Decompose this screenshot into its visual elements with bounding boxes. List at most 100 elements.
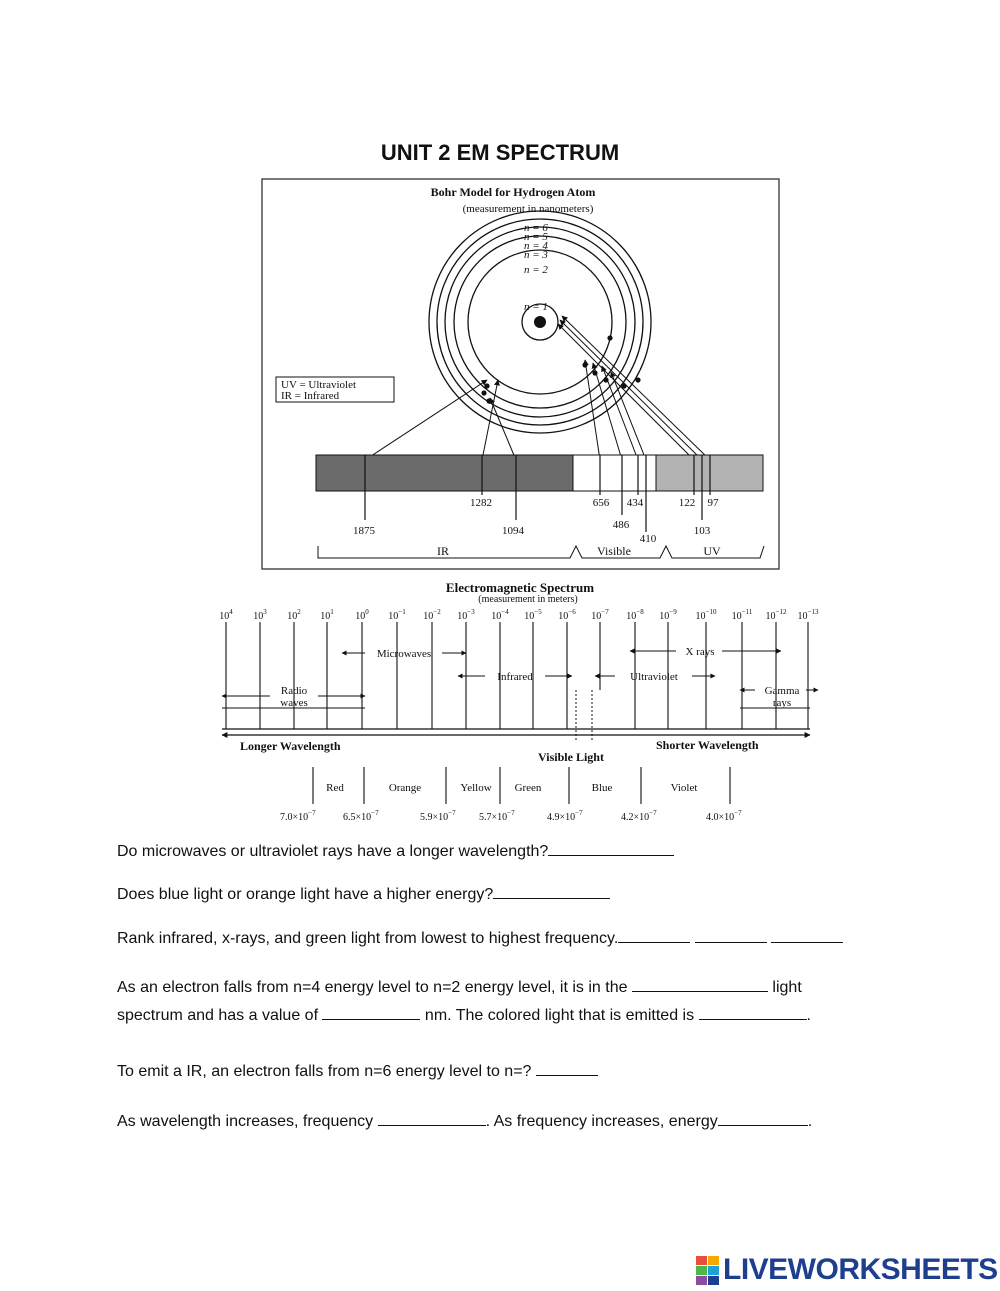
tick-label: 10−11 [732, 608, 753, 622]
band-gamma: Gamma [765, 685, 800, 697]
answer-blank[interactable] [493, 884, 610, 899]
wavelength-label: 122 [679, 497, 696, 509]
region-braces [318, 546, 764, 558]
region-uv: UV [703, 544, 721, 558]
visible-band [573, 455, 656, 491]
liveworksheets-logo[interactable]: LIVEWORKSHEETS [696, 1253, 998, 1287]
question-text: As wavelength increases, frequency [117, 1113, 373, 1130]
tick-label: 104 [219, 608, 233, 622]
color-orange: Orange [389, 782, 421, 794]
question-text: spectrum and has a value of [117, 1007, 318, 1024]
answer-blank[interactable] [536, 1061, 598, 1076]
legend-ir: IR = Infrared [281, 390, 340, 402]
color-violet: Violet [671, 782, 698, 794]
band-radio: Radio [281, 685, 308, 697]
em-title: Electromagnetic Spectrum [446, 580, 594, 595]
tick-label: 101 [320, 608, 334, 622]
question-4-line-1: As an electron falls from n=4 energy lev… [117, 977, 802, 997]
question-5: To emit a IR, an electron falls from n=6… [117, 1061, 598, 1081]
visible-value-label: 5.7×10−7 [479, 809, 515, 823]
question-text: nm. The colored light that is emitted is [425, 1007, 694, 1024]
band-ultraviolet: Ultraviolet [630, 671, 678, 683]
visible-value-label: 6.5×10−7 [343, 809, 379, 823]
wavelength-label: 434 [627, 497, 644, 509]
answer-blank[interactable] [695, 928, 767, 943]
answer-blank[interactable] [548, 841, 674, 856]
bohr-model-figure: Bohr Model for Hydrogen Atom (measuremen… [0, 0, 1000, 580]
tick-label: 10−7 [591, 608, 609, 622]
tick-label: 102 [287, 608, 301, 622]
wavelength-labels: 1875 1282 1094 656 486 434 410 122 103 9… [353, 497, 719, 545]
question-6: As wavelength increases, frequency . As … [117, 1111, 812, 1131]
visible-value-label: 4.0×10−7 [706, 809, 742, 823]
tick-label: 10−3 [457, 608, 475, 622]
color-blue: Blue [592, 782, 613, 794]
logo-text: LIVEWORKSHEETS [723, 1253, 998, 1287]
em-spectrum-figure: Electromagnetic Spectrum (measurement in… [0, 575, 1000, 830]
color-green: Green [515, 782, 542, 794]
question-text: Rank infrared, x-rays, and green light f… [117, 930, 618, 947]
answer-blank[interactable] [718, 1111, 808, 1126]
question-text: . As frequency increases, energy [486, 1113, 718, 1130]
tick-label: 10−12 [766, 608, 787, 622]
tick-label: 10−9 [659, 608, 677, 622]
color-red: Red [326, 782, 344, 794]
question-text: To emit a IR, an electron falls from n=6… [117, 1063, 531, 1080]
tick-labels: 104 103 102 101 100 10−1 10−2 10−3 10−4 10−5 10−6 1… [219, 608, 819, 622]
question-text: light [772, 979, 801, 996]
level-label: n = 3 [524, 249, 548, 261]
nucleus [534, 316, 546, 328]
question-text: As an electron falls from n=4 energy lev… [117, 979, 628, 996]
tick-label: 10−4 [491, 608, 509, 622]
question-text: Do microwaves or ultraviolet rays have a… [117, 843, 548, 860]
question-1: Do microwaves or ultraviolet rays have a… [117, 841, 674, 861]
wavelength-label: 97 [708, 497, 720, 509]
tick-label: 10−1 [388, 608, 406, 622]
visible-value-label: 5.9×10−7 [420, 809, 456, 823]
band-gamma-2: rays [773, 697, 791, 709]
region-visible: Visible [597, 544, 631, 558]
transition-lines [365, 316, 710, 460]
question-2: Does blue light or orange light have a h… [117, 884, 610, 904]
question-4-line-2: spectrum and has a value of nm. The colo… [117, 1005, 811, 1025]
visible-value-label: 7.0×10−7 [280, 809, 316, 823]
ir-band [316, 455, 573, 491]
answer-blank[interactable] [699, 1005, 807, 1020]
answer-blank[interactable] [771, 928, 843, 943]
logo-mark-icon [696, 1256, 719, 1285]
tick-label: 10−5 [524, 608, 542, 622]
visible-value-label: 4.9×10−7 [547, 809, 583, 823]
answer-blank[interactable] [322, 1005, 420, 1020]
question-text: . [807, 1007, 811, 1024]
region-ir: IR [437, 544, 449, 558]
wavelength-label: 410 [640, 533, 657, 545]
wavelength-label: 1282 [470, 497, 492, 509]
visible-value-label: 4.2×10−7 [621, 809, 657, 823]
answer-blank[interactable] [618, 928, 690, 943]
tick-label: 10−6 [558, 608, 576, 622]
shorter-wavelength: Shorter Wavelength [656, 738, 759, 752]
band-xrays: X rays [685, 646, 714, 658]
tick-label: 103 [253, 608, 267, 622]
level-label: n = 2 [524, 264, 548, 276]
answer-blank[interactable] [378, 1111, 486, 1126]
tick-label: 100 [355, 608, 369, 622]
bohr-subtitle: (measurement in nanometers) [463, 203, 594, 215]
question-3: Rank infrared, x-rays, and green light f… [117, 928, 843, 948]
bohr-title: Bohr Model for Hydrogen Atom [431, 185, 596, 199]
visible-light-title: Visible Light [538, 750, 604, 764]
color-yellow: Yellow [460, 782, 491, 794]
question-text: . [808, 1113, 812, 1130]
tick-label: 10−10 [696, 608, 717, 622]
question-text: Does blue light or orange light have a h… [117, 886, 493, 903]
level-labels: n = 6 n = 5 n = 4 n = 3 n = 2 n = 1 [524, 222, 548, 313]
tick-label: 10−13 [798, 608, 819, 622]
band-microwaves: Microwaves [377, 648, 431, 660]
tick-label: 10−8 [626, 608, 644, 622]
answer-blank[interactable] [632, 977, 768, 992]
wavelength-label: 103 [694, 525, 711, 537]
level-label: n = 1 [524, 301, 548, 313]
tick-label: 10−2 [423, 608, 441, 622]
wavelength-label: 1875 [353, 525, 376, 537]
wavelength-label: 656 [593, 497, 610, 509]
